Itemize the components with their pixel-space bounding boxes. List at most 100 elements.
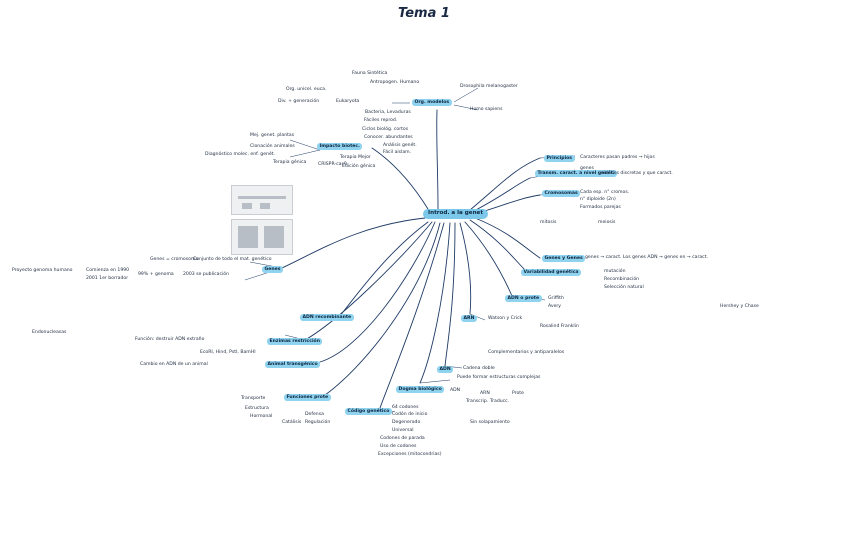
funciones-item: Catálisis: [282, 420, 302, 425]
org-item: Homo sapiens: [470, 107, 503, 112]
node-dogma[interactable]: Dogma biológico: [396, 386, 445, 393]
enzimas-item: Función: destruir ADN extraño: [135, 337, 205, 342]
impacto-item: Mej. genet. plantas: [250, 133, 295, 138]
arn-item: Rosalind Franklin: [540, 324, 579, 329]
org-item: Antropogen. Humano: [370, 80, 420, 85]
link-enzimas: [304, 221, 433, 341]
animal-item: Cambio en ADN de un animal: [140, 362, 208, 367]
node-proyecto[interactable]: Proyecto genoma humano: [12, 268, 73, 273]
variab-item: Recombinación: [604, 277, 640, 282]
arn-item: Complementarios y antiparalelos: [488, 350, 565, 355]
page-title: Tema 1: [398, 6, 450, 21]
org-item: Análisis genét.: [383, 143, 417, 148]
transm-item: genes: [580, 166, 594, 171]
impacto-item: Diagnóstico molec. enf. genét.: [205, 152, 276, 157]
impacto-item: Terapia génica: [273, 160, 307, 165]
node-impacto[interactable]: Impacto biotec.: [317, 143, 363, 150]
node-org-modelos[interactable]: Org. modelos: [412, 99, 452, 106]
node-enzimas[interactable]: Enzimas restricción: [267, 338, 323, 345]
node-genes[interactable]: Genes: [262, 266, 284, 273]
cromosomas-item: n° diploide (2n): [580, 197, 616, 202]
diagram-thumbnail-image: [231, 185, 293, 215]
impacto-item: Edición génica: [342, 164, 376, 169]
cromosomas-item: mitosis: [540, 220, 557, 225]
org-item: Div. + generación: [278, 99, 320, 104]
proyecto-item: Comienza en 1990: [86, 268, 130, 273]
link-codigo: [379, 222, 445, 409]
dogma-item: ADN: [450, 388, 461, 393]
codigo-item: Sin solapamiento: [470, 420, 510, 425]
link-animal: [319, 221, 436, 363]
org-item: Fáciles reprod.: [364, 118, 398, 123]
proyecto-item: 2003 se publicación: [183, 272, 229, 277]
node-adn[interactable]: ADN: [437, 366, 454, 373]
org-item: Fácil aislam.: [383, 150, 412, 155]
link-adn-o-prote: [464, 221, 513, 297]
link-funciones: [324, 222, 441, 396]
proyecto-item: 2001 1er borrador: [86, 276, 129, 281]
node-codigo[interactable]: Código genético: [345, 408, 392, 415]
link-principios: [469, 157, 541, 211]
adn-item: Puede formar estructuras complejas: [457, 375, 541, 380]
codigo-item: Uso de codones: [380, 444, 417, 449]
transm-item: unidades discretas y que caract.: [598, 171, 673, 176]
funciones-item: Transporte: [241, 396, 266, 401]
codigo-item: 64 codones: [392, 405, 419, 410]
arn-item: Watson y Crick: [488, 316, 523, 321]
dogma-item: Traducc.: [490, 399, 510, 404]
codigo-item: Codón de inicio: [392, 412, 428, 417]
node-variabilidad[interactable]: Variabilidad genética: [521, 269, 582, 276]
dogma-item: Prote: [512, 391, 524, 396]
link-genes: [281, 217, 426, 269]
genes-item: Conjunto de todo el mat. genético: [193, 257, 272, 262]
node-transm[interactable]: Transm. caract. a nivel genét.: [535, 170, 618, 177]
node-animal-genetico[interactable]: Animal transgénico: [265, 361, 321, 368]
enzimas-item: Endonucleasas: [32, 330, 67, 335]
cromosomas-item: Formados parejas: [580, 205, 621, 210]
adn-o-prote-item: Griffith: [548, 296, 564, 301]
codigo-item: Excepciones (mitocondrias): [378, 452, 442, 457]
node-adn-o-prote[interactable]: ADN o prote: [505, 295, 542, 302]
node-arn[interactable]: ARN: [461, 315, 477, 322]
funciones-item: Hormonal: [250, 414, 273, 419]
link-adn-recomb: [339, 221, 429, 317]
node-adn-recombinante[interactable]: ADN recombinante: [300, 314, 354, 321]
codigo-item: Codones de parada: [380, 436, 425, 441]
adn-o-prote-item: Hershey y Chase: [720, 304, 759, 309]
node-funciones[interactable]: Funciones prote: [284, 394, 331, 401]
link-transm: [471, 177, 531, 213]
genes-item: Genes = cromosoma: [150, 257, 199, 262]
variab-item: Selección natural: [604, 285, 644, 290]
node-principios[interactable]: Principios: [544, 155, 575, 162]
node-genes-y-genes[interactable]: Genes y Genes: [542, 255, 586, 262]
central-node[interactable]: Introd. a la genet: [423, 209, 489, 219]
org-item: Ciclos biológ. cortos: [362, 127, 409, 132]
dogma-item: ARN: [480, 391, 490, 396]
impacto-item: Clonación animales: [250, 144, 295, 149]
link-variab: [469, 219, 526, 271]
link-arn: [459, 222, 472, 315]
cromosomas-item: Cada esp. n° cromos.: [580, 190, 630, 195]
node-cromosomas[interactable]: Cromosomas: [542, 190, 581, 197]
org-item: Org. unicel. euca.: [286, 87, 327, 92]
org-item: Bacteria, Levaduras: [365, 110, 411, 115]
variab-item: mutación: [604, 269, 626, 274]
codigo-item: Degenerado: [392, 420, 421, 425]
org-item: Drosophila melanogaster: [460, 84, 518, 89]
link-org-modelos: [436, 109, 439, 210]
funciones-item: Defensa: [305, 412, 324, 417]
adn-o-prote-item: Avery: [548, 304, 562, 309]
dogma-item: Transcrip.: [466, 399, 489, 404]
impacto-item: CRISPR-cas9: [318, 162, 347, 167]
cromosomas-item: meiosis: [598, 220, 616, 225]
org-item: Conocer. abundantes: [364, 135, 413, 140]
link-adn: [444, 222, 456, 367]
org-item: Fauna Sintética: [352, 71, 388, 76]
proyecto-item: 99% + genoma: [138, 272, 174, 277]
link-genes-y-genes: [474, 217, 541, 259]
diagram-thumbnail-image: [231, 219, 293, 255]
adn-item: Cadena doble: [463, 366, 495, 371]
link-impacto: [371, 147, 429, 210]
